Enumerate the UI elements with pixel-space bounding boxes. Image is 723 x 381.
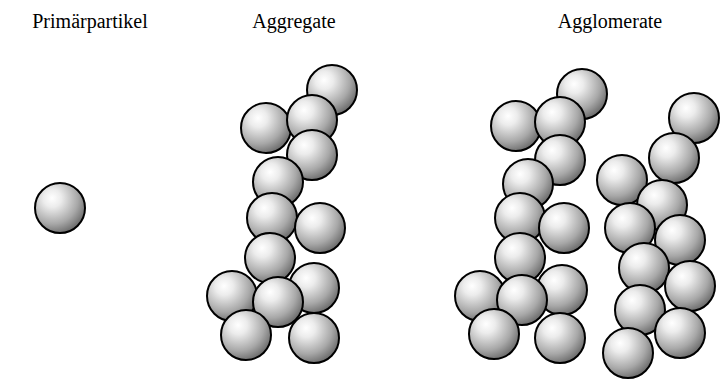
sphere-particle (491, 101, 541, 151)
sphere-particle (289, 313, 339, 363)
sphere-particle (245, 233, 295, 283)
sphere-particle (649, 133, 699, 183)
sphere-particle (295, 203, 345, 253)
sphere-particle (241, 103, 291, 153)
sphere-particle (35, 183, 85, 233)
sphere-particle (655, 308, 705, 358)
sphere-particle (665, 261, 715, 311)
figure-label: Primärpartikel (32, 9, 148, 33)
sphere-particle (221, 310, 271, 360)
sphere-particle (535, 313, 585, 363)
figure-label: Aggregate (252, 9, 335, 33)
sphere-particle (603, 328, 653, 378)
sphere-particle (539, 203, 589, 253)
sphere-particle (469, 309, 519, 359)
figure-label: Agglomerate (558, 9, 662, 33)
